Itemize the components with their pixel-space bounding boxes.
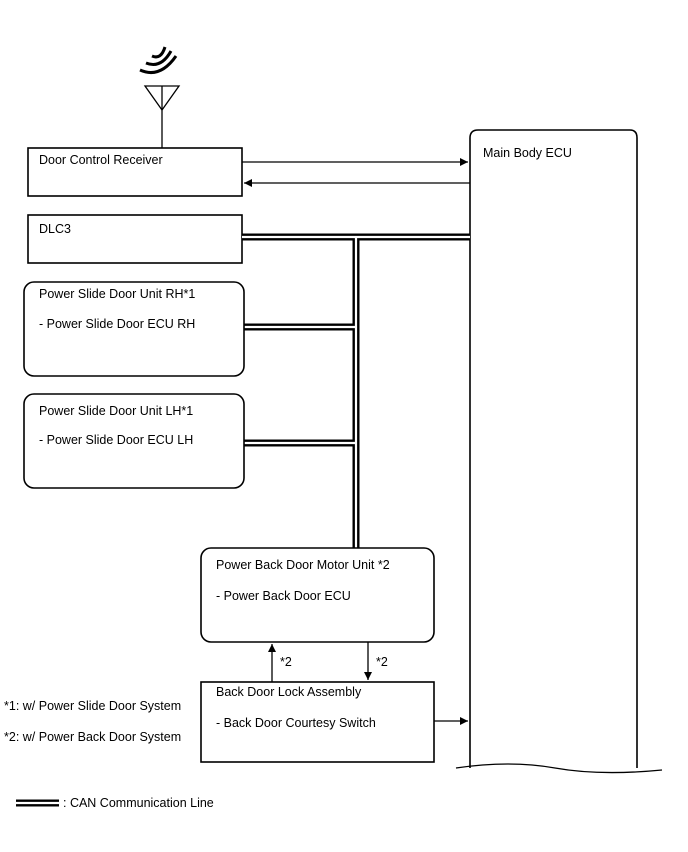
main-body-ecu-box: Main Body ECU	[455, 129, 663, 774]
power-slide-door-unit-lh-box: Power Slide Door Unit LH*1 - Power Slide…	[23, 393, 245, 489]
wire-note-down: *2	[376, 655, 388, 669]
psd-lh-subtitle: - Power Slide Door ECU LH	[39, 433, 193, 447]
psd-rh-subtitle: - Power Slide Door ECU RH	[39, 317, 195, 331]
can-bus	[242, 233, 470, 548]
dlc3-label: DLC3	[39, 222, 71, 236]
footnote-1: *1: w/ Power Slide Door System	[4, 699, 181, 713]
bdl-title: Back Door Lock Assembly	[216, 685, 362, 699]
footnote-2: *2: w/ Power Back Door System	[4, 730, 181, 744]
power-back-door-motor-unit-box: Power Back Door Motor Unit *2 - Power Ba…	[200, 547, 435, 643]
legend-can-line: : CAN Communication Line	[16, 796, 214, 810]
door-control-receiver-label: Door Control Receiver	[39, 153, 163, 167]
dlc3-box: DLC3	[27, 214, 243, 264]
door-control-receiver-box: Door Control Receiver	[27, 147, 243, 197]
power-slide-door-unit-rh-box: Power Slide Door Unit RH*1 - Power Slide…	[23, 281, 245, 377]
legend-can-label: : CAN Communication Line	[63, 796, 214, 810]
bdl-subtitle: - Back Door Courtesy Switch	[216, 716, 376, 730]
back-door-lock-assembly-box: Back Door Lock Assembly - Back Door Cour…	[200, 681, 435, 763]
psd-rh-title: Power Slide Door Unit RH*1	[39, 287, 195, 301]
main-body-ecu-label: Main Body ECU	[483, 146, 572, 160]
antenna-icon	[139, 46, 181, 148]
wire-note-up: *2	[280, 655, 292, 669]
pbd-title: Power Back Door Motor Unit *2	[216, 558, 390, 572]
pbd-subtitle: - Power Back Door ECU	[216, 589, 351, 603]
psd-lh-title: Power Slide Door Unit LH*1	[39, 404, 193, 418]
